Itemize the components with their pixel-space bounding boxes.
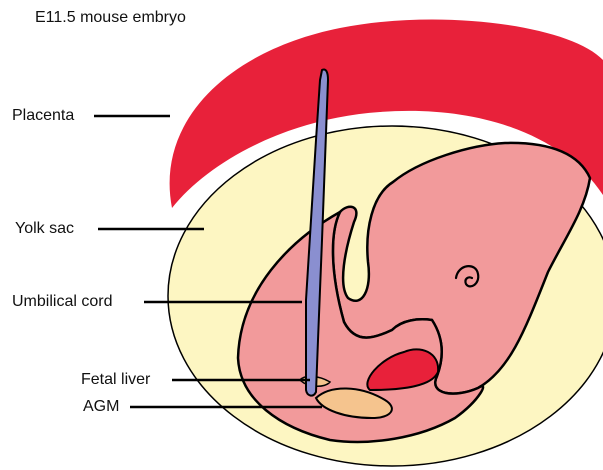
umbilical-cord-label: Umbilical cord bbox=[12, 293, 112, 311]
yolk-sac-label: Yolk sac bbox=[15, 220, 74, 238]
fetal-liver-label: Fetal liver bbox=[81, 371, 150, 389]
agm-label: AGM bbox=[83, 398, 119, 416]
placenta-label: Placenta bbox=[12, 107, 74, 125]
